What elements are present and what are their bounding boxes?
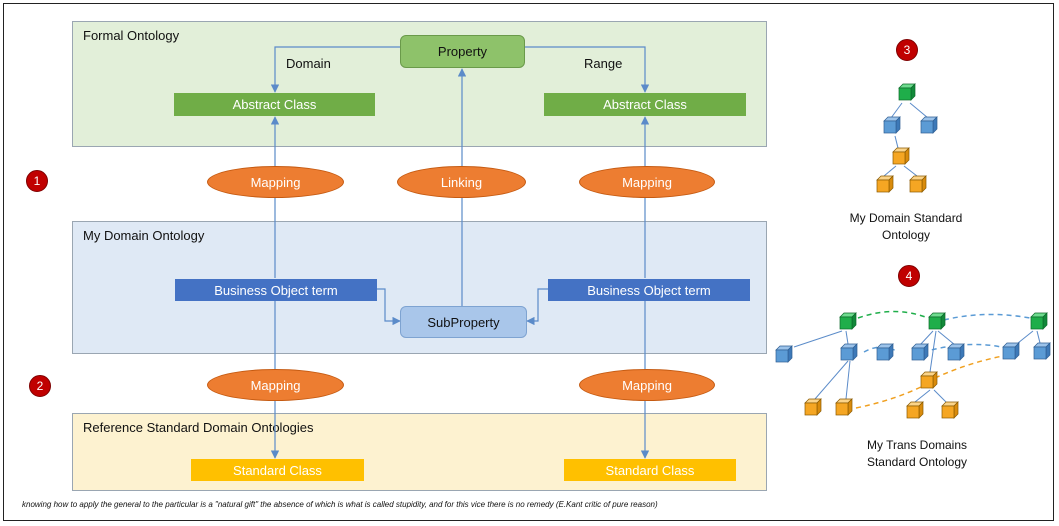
kant-quote: knowing how to apply the general to the …	[22, 500, 658, 509]
trans-domain-tree-edges	[793, 330, 1041, 403]
standard-class-right: Standard Class	[564, 459, 736, 481]
property-node: Property	[400, 35, 525, 68]
domain-edge-label: Domain	[286, 56, 331, 71]
diagram-frame	[3, 3, 1054, 521]
abstract-class-left: Abstract Class	[174, 93, 375, 116]
domain-standard-caption: My Domain Standard Ontology	[849, 211, 963, 242]
business-object-left: Business Object term	[175, 279, 377, 301]
mapping-top-right: Mapping	[579, 166, 715, 198]
badge-3: 3	[896, 39, 918, 61]
range-edge	[525, 46, 650, 93]
reference-ontologies-label: Reference Standard Domain Ontologies	[83, 420, 314, 435]
abstract-class-right: Abstract Class	[544, 93, 746, 116]
cube-green-root	[898, 83, 916, 101]
formal-ontology-label: Formal Ontology	[83, 28, 180, 43]
subproperty-node: SubProperty	[400, 306, 527, 338]
mapping-top-left: Mapping	[207, 166, 344, 198]
business-left-subprop-edge	[377, 288, 401, 326]
domain-edge	[270, 46, 400, 93]
domain-standard-tree	[883, 102, 929, 177]
business-object-right: Business Object term	[548, 279, 750, 301]
badge-2: 2	[29, 375, 51, 397]
range-edge-label: Range	[584, 56, 623, 71]
badge-4: 4	[898, 265, 920, 287]
badge-1: 1	[26, 170, 48, 192]
linking-ellipse: Linking	[397, 166, 526, 198]
standard-class-left: Standard Class	[191, 459, 364, 481]
trans-domains-caption: My Trans Domains Standard Ontology	[866, 438, 968, 469]
domain-ontology-label: My Domain Ontology	[83, 228, 205, 243]
business-right-subprop-edge	[526, 288, 548, 326]
mapping-bottom-left: Mapping	[207, 369, 344, 401]
mapping-bottom-right: Mapping	[579, 369, 715, 401]
